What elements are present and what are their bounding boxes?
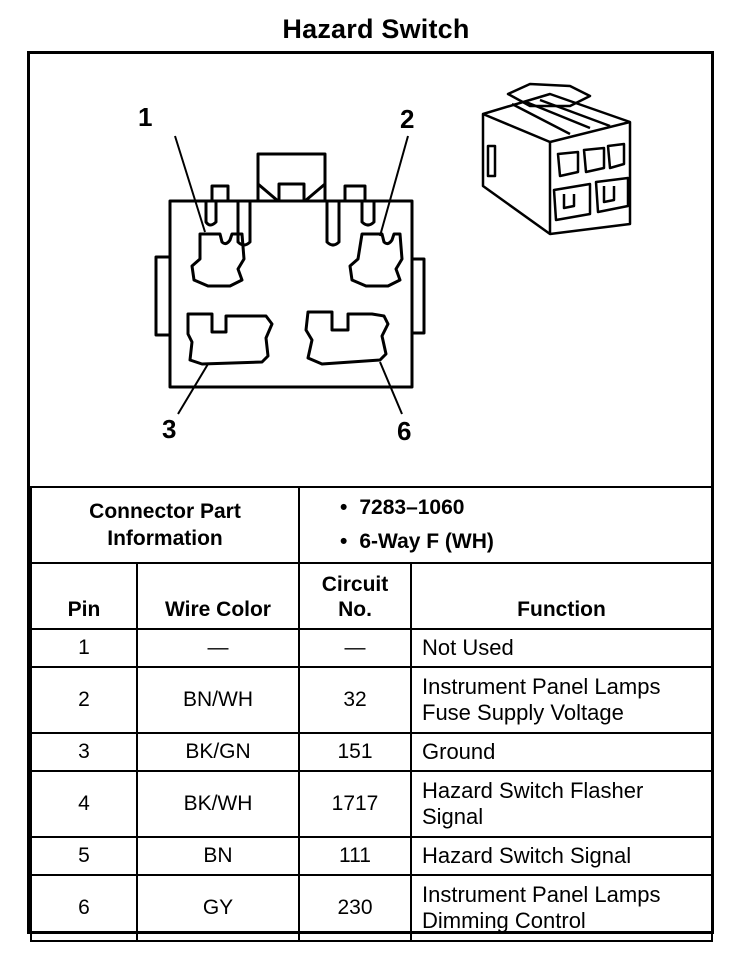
connector-frame: 1 2 3 6 Connector Part Information 7283–… [27, 51, 714, 942]
right-side-tab [410, 257, 426, 335]
header-circuit-line1: Circuit [321, 573, 389, 596]
connector-type: 6-Way F (WH) [300, 525, 711, 559]
function-line2: Signal [422, 804, 484, 829]
leader-line-1 [174, 135, 206, 233]
cell-circuit: — [298, 628, 412, 668]
cavity-pin-1 [190, 232, 246, 288]
cell-function: Hazard Switch Flasher Signal [410, 770, 713, 838]
cavity-pin-3 [186, 312, 274, 366]
cavity-pin-6 [304, 310, 390, 366]
pin-table: Pin Wire Color Circuit No. Function 1 — … [30, 562, 713, 942]
page-title: Hazard Switch [282, 14, 470, 44]
cell-pin: 6 [30, 874, 138, 942]
connector-info-label-line2: Information [107, 527, 223, 550]
part-number: 7283–1060 [300, 491, 711, 525]
cell-pin: 4 [30, 770, 138, 838]
cell-wire: BN [136, 836, 300, 876]
header-pin: Pin [30, 562, 138, 630]
cell-function: Instrument Panel Lamps Dimming Control [410, 874, 713, 942]
function-line2: Fuse Supply Voltage [422, 700, 624, 725]
connector-part-info: Connector Part Information 7283–1060 6-W… [30, 486, 713, 564]
pin-callout-3: 3 [162, 414, 177, 444]
cell-circuit: 32 [298, 666, 412, 734]
pin-callout-6: 6 [397, 416, 412, 446]
function-line1: Ground [422, 739, 496, 764]
connector-info-label: Connector Part Information [30, 486, 300, 564]
connector-face-drawing [154, 82, 632, 415]
cell-function: Not Used [410, 628, 713, 668]
connector-diagram: 1 2 3 6 [30, 54, 711, 486]
connector-info-values: 7283–1060 6-Way F (WH) [298, 486, 713, 564]
pin-table-header: Pin Wire Color Circuit No. Function [30, 562, 713, 630]
cell-wire: BK/GN [136, 732, 300, 772]
cell-circuit: 230 [298, 874, 412, 942]
table-row: 5 BN 111 Hazard Switch Signal [30, 836, 713, 876]
cell-function: Ground [410, 732, 713, 772]
leader-line-3 [177, 363, 209, 415]
function-line1: Hazard Switch Flasher [422, 778, 644, 803]
connector-isometric-view [481, 82, 632, 236]
cell-pin: 3 [30, 732, 138, 772]
cell-wire: — [136, 628, 300, 668]
cell-circuit: 1717 [298, 770, 412, 838]
header-function: Function [410, 562, 713, 630]
cell-pin: 1 [30, 628, 138, 668]
cell-function: Hazard Switch Signal [410, 836, 713, 876]
function-line1: Not Used [422, 635, 514, 660]
left-side-tab [154, 255, 172, 337]
function-line1: Hazard Switch Signal [422, 843, 632, 868]
pin-callout-2: 2 [400, 104, 415, 134]
header-circuit: Circuit No. [298, 562, 412, 630]
connector-info-label-line1: Connector Part [89, 500, 241, 523]
header-wire-color: Wire Color [136, 562, 300, 630]
table-row: 6 GY 230 Instrument Panel Lamps Dimming … [30, 874, 713, 942]
cell-function: Instrument Panel Lamps Fuse Supply Volta… [410, 666, 713, 734]
table-row: 2 BN/WH 32 Instrument Panel Lamps Fuse S… [30, 666, 713, 734]
leader-line-2 [379, 135, 409, 237]
cell-pin: 5 [30, 836, 138, 876]
table-row: 1 — — Not Used [30, 628, 713, 668]
cell-wire: GY [136, 874, 300, 942]
function-line1: Instrument Panel Lamps [422, 674, 661, 699]
function-line2: Dimming Control [422, 908, 586, 933]
header-circuit-line2: No. [338, 598, 372, 621]
pin-callout-1: 1 [138, 102, 153, 132]
cell-circuit: 151 [298, 732, 412, 772]
cell-wire: BK/WH [136, 770, 300, 838]
cell-pin: 2 [30, 666, 138, 734]
leader-line-6 [379, 361, 403, 415]
table-row: 3 BK/GN 151 Ground [30, 732, 713, 772]
cell-circuit: 111 [298, 836, 412, 876]
top-latch [256, 152, 327, 201]
cell-wire: BN/WH [136, 666, 300, 734]
cavity-pin-2 [348, 232, 404, 288]
table-row: 4 BK/WH 1717 Hazard Switch Flasher Signa… [30, 770, 713, 838]
function-line1: Instrument Panel Lamps [422, 882, 661, 907]
